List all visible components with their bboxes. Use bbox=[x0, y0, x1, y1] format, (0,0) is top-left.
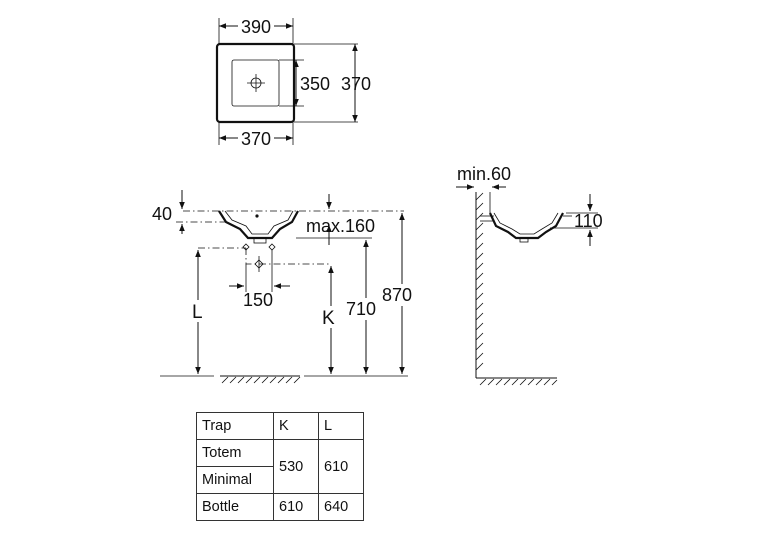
dim-label-min60: min.60 bbox=[457, 164, 511, 184]
floor-hatch bbox=[221, 376, 301, 384]
dim-label-110: 110 bbox=[574, 211, 603, 231]
side-floor-hatch bbox=[479, 378, 558, 386]
top-view: 390 370 350 370 bbox=[215, 14, 371, 149]
table-row: Bottle 610 640 bbox=[196, 493, 364, 521]
table-row: Minimal bbox=[196, 466, 364, 494]
row-l-totem-minimal: 610 bbox=[318, 439, 364, 494]
dim-label-370-right: 370 bbox=[341, 74, 371, 94]
dim-label-40: 40 bbox=[152, 204, 172, 224]
header-k: K bbox=[273, 412, 319, 440]
dim-label-150: 150 bbox=[243, 290, 273, 310]
row-k-bottle: 610 bbox=[273, 493, 319, 521]
header-trap: Trap bbox=[196, 412, 274, 440]
row-l-bottle: 640 bbox=[318, 493, 364, 521]
dim-label-870: 870 bbox=[382, 285, 412, 305]
waste-point-2-icon bbox=[268, 243, 276, 251]
side-view: min.60 110 bbox=[456, 164, 603, 386]
dim-label-350: 350 bbox=[300, 74, 330, 94]
dim-label-370-bottom: 370 bbox=[241, 129, 271, 149]
row-trap-bottle: Bottle bbox=[196, 493, 274, 521]
dim-label-k: K bbox=[322, 308, 335, 329]
basin-inner-bowl bbox=[231, 59, 280, 107]
row-trap-minimal: Minimal bbox=[196, 466, 274, 494]
row-k-totem-minimal: 530 bbox=[273, 439, 319, 494]
row-trap-totem: Totem bbox=[196, 439, 274, 467]
dim-label-390: 390 bbox=[241, 17, 271, 37]
dim-label-710: 710 bbox=[346, 299, 376, 319]
trap-table: Trap K L Totem 530 610 Minimal Bottle 61… bbox=[196, 412, 364, 521]
waste-point-1-icon bbox=[242, 243, 250, 251]
table-row: Totem 530 610 bbox=[196, 439, 364, 494]
dim-label-max160: max.160 bbox=[306, 216, 375, 236]
dim-label-l: L bbox=[192, 302, 203, 323]
drain-icon bbox=[247, 74, 265, 92]
wall-hatch bbox=[475, 192, 484, 371]
trap-table-header: Trap K L bbox=[196, 412, 364, 440]
waste-point-3-icon bbox=[254, 256, 264, 272]
front-view: 40 max.160 150 L K 710 870 bbox=[152, 190, 420, 384]
header-l: L bbox=[318, 412, 364, 440]
